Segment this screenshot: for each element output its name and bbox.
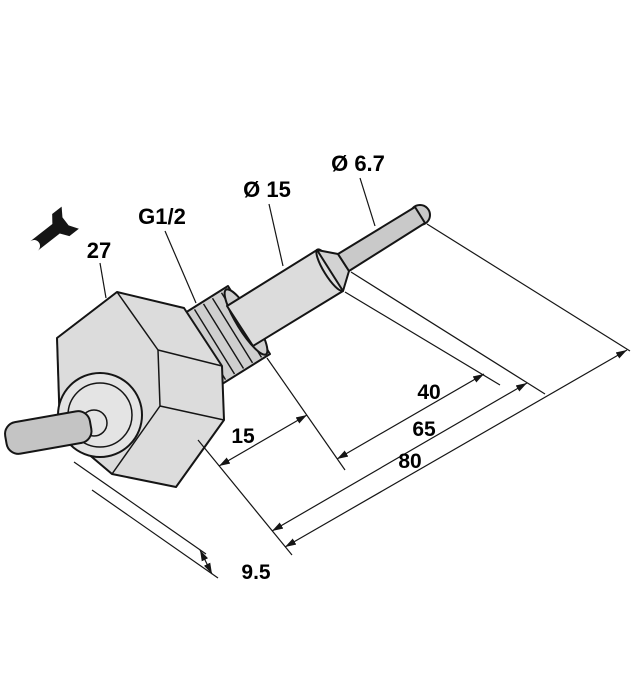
extension-line-tip: [426, 223, 631, 352]
leader-wrench-size: [99, 262, 107, 299]
probe-tip-rod: [337, 204, 431, 272]
dimension-text-15: 15: [231, 425, 255, 448]
extension-line-gland-b: [91, 489, 219, 579]
extension-line-datum: [197, 439, 293, 556]
dimension-text-9-5: 9.5: [241, 561, 271, 584]
dimension-line-80: [284, 349, 628, 548]
label-thread-size: G1/2: [138, 204, 186, 229]
extension-line-gland-a: [73, 461, 207, 555]
leader-tip-diameter: [359, 177, 376, 227]
label-wrench-size: 27: [87, 238, 111, 263]
label-tip-diameter: Ø 6.7: [331, 151, 385, 176]
leader-thread-size: [164, 230, 197, 304]
dimension-text-80: 80: [398, 450, 421, 473]
label-probe-diameter: Ø 15: [243, 177, 291, 202]
dimension-text-40: 40: [417, 381, 440, 404]
dimension-line-9-5: [199, 549, 213, 575]
dimension-text-65: 65: [412, 418, 436, 441]
cable: [4, 410, 93, 455]
leader-probe-diameter: [268, 203, 284, 267]
wrench-icon: [30, 206, 79, 251]
